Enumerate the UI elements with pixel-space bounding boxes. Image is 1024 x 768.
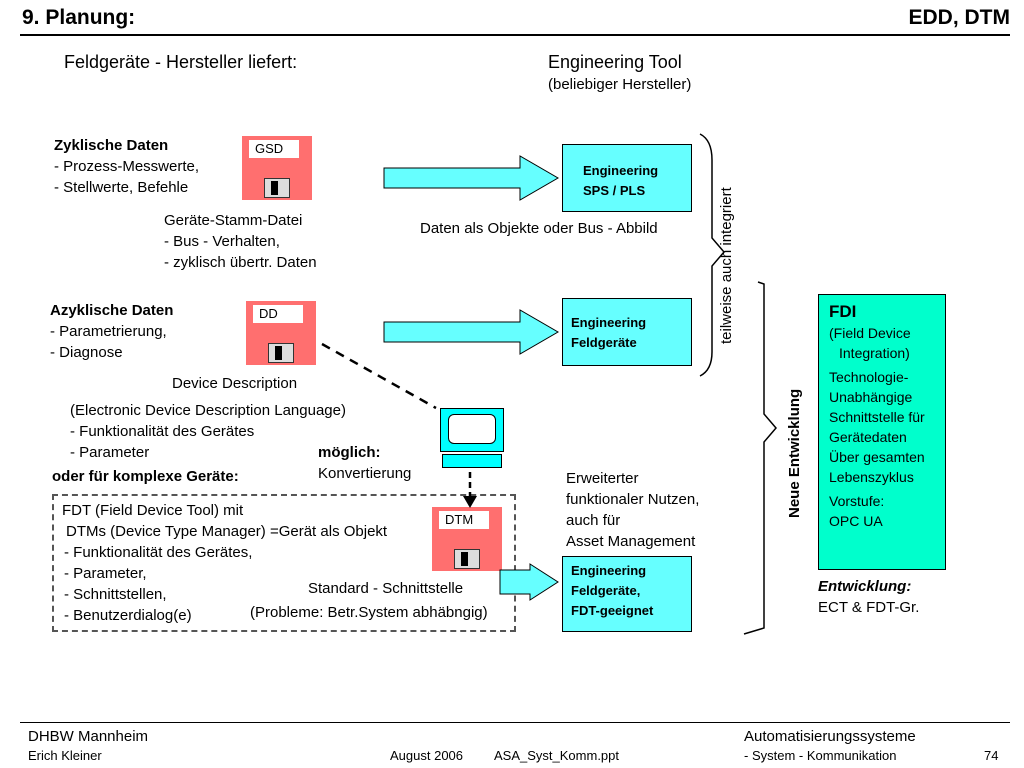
erweitert-line: auch für [566, 512, 621, 529]
fdi-line: Gerätedaten [829, 429, 907, 445]
fdi-line: OPC UA [829, 513, 883, 529]
cyclic-line: - Prozess-Messwerte, [54, 158, 200, 175]
fdi-line: Technologie- [829, 369, 909, 385]
brace-partially-integrated [699, 133, 725, 377]
engineering-feldgeraete-box: Engineering Feldgeräte [562, 298, 692, 366]
footer-page: 74 [984, 748, 999, 763]
cyclic-line: - Stellwerte, Befehle [54, 179, 189, 196]
fdi-line: (Field Device [829, 325, 911, 341]
dashed-dd-to-computer [321, 342, 437, 410]
edd-line: - Funktionalität des Gerätes [70, 423, 255, 440]
edd-line: (Electronic Device Description Language) [70, 402, 346, 419]
os-problem-note: (Probleme: Betr.System abhäbngig) [250, 604, 488, 621]
fdi-line: Schnittstelle für [829, 409, 925, 425]
footer-date: August 2006 [390, 748, 464, 763]
arrow-dtm-to-fdt [499, 563, 559, 601]
eng-feld-line: Engineering [571, 315, 647, 330]
left-column-heading: Feldgeräte - Hersteller liefert: [64, 52, 298, 72]
fdt-frame [52, 494, 516, 632]
footer-org: DHBW Mannheim [28, 728, 149, 745]
engineering-fdt-box: Engineering Feldgeräte, FDT-geeignet [562, 556, 692, 632]
gsd-description: Geräte-Stamm-Datei - Bus - Verhalten, - … [164, 210, 317, 273]
fdt-line: - Schnittstellen, [64, 586, 167, 603]
eng-sps-line: SPS / PLS [583, 183, 646, 198]
footer-file: ASA_Syst_Komm.ppt [494, 748, 619, 763]
dtm-disk-icon: DTM [432, 507, 502, 571]
engineering-sps-box: Engineering SPS / PLS [562, 144, 692, 212]
gsd-line: - Bus - Verhalten, [164, 233, 280, 250]
fdi-line: Unabhängige [829, 389, 913, 405]
dtm-label: DTM [439, 511, 489, 529]
footer-topic: - System - Kommunikation [744, 748, 897, 763]
moeglich-line: Konvertierung [318, 465, 412, 482]
acyclic-heading: Azyklische Daten [50, 302, 174, 319]
gsd-line: - zyklisch übertr. Daten [164, 254, 317, 271]
dd-disk-icon: DD [246, 301, 316, 365]
fdi-line: Integration) [839, 345, 910, 361]
entwicklung-title: Entwicklung: [818, 578, 912, 595]
header-rule [20, 34, 1010, 36]
right-column-heading: Engineering Tool [548, 52, 682, 72]
entwicklung-line: ECT & FDT-Gr. [818, 599, 920, 616]
footer-course: Automatisierungssysteme [744, 728, 916, 745]
gsd-disk-icon: GSD [242, 136, 312, 200]
fdi-line: Lebenszyklus [829, 469, 914, 485]
fdi-title: FDI [829, 302, 857, 321]
edd-description: (Electronic Device Description Language)… [70, 400, 346, 463]
dd-title: Device Description [172, 375, 298, 392]
computer-icon [440, 408, 506, 468]
fdi-box: FDI (Field Device Integration) Technolog… [818, 294, 946, 570]
fdt-line: - Parameter, [64, 565, 147, 582]
acyclic-line: - Diagnose [50, 344, 123, 361]
slide-topic: EDD, DTM [908, 6, 1011, 29]
extended-benefit-text: Erweiterter funktionaler Nutzen, auch fü… [566, 468, 699, 552]
footer-rule [20, 722, 1010, 723]
gsd-title: Geräte-Stamm-Datei [164, 212, 303, 229]
slide-title: 9. Planung: [22, 6, 136, 29]
gsd-label: GSD [249, 140, 299, 158]
moeglich-heading: möglich: [318, 444, 381, 461]
arrow-gsd-to-sps [383, 155, 559, 201]
eng-feld-line: Feldgeräte [571, 335, 637, 350]
dashed-arrowhead [463, 496, 477, 508]
arrow1-caption: Daten als Objekte oder Bus - Abbild [420, 220, 658, 237]
erweitert-line: Erweiterter [566, 470, 639, 487]
fdt-line: FDT (Field Device Tool) mit [62, 502, 244, 519]
acyclic-data-text: Azyklische Daten - Parametrierung, - Dia… [50, 300, 173, 363]
eng-fdt-line: Feldgeräte, [571, 583, 641, 598]
dd-label: DD [253, 305, 303, 323]
edd-line: - Parameter [70, 444, 150, 461]
right-column-subheading: (beliebiger Hersteller) [548, 76, 692, 93]
erweitert-line: Asset Management [566, 533, 696, 550]
eng-sps-line: Engineering [583, 163, 659, 178]
fdt-line: - Benutzerdialog(e) [64, 607, 192, 624]
fdt-description: FDT (Field Device Tool) mit DTMs (Device… [62, 500, 387, 626]
fdt-line: DTMs (Device Type Manager) =Gerät als Ob… [66, 523, 388, 540]
cyclic-heading: Zyklische Daten [54, 137, 169, 154]
complex-devices-heading: oder für komplexe Geräte: [52, 468, 239, 485]
erweitert-line: funktionaler Nutzen, [566, 491, 700, 508]
arrow-dd-to-feldgeraete [383, 309, 559, 355]
acyclic-line: - Parametrierung, [50, 323, 167, 340]
eng-fdt-line: FDT-geeignet [571, 603, 654, 618]
conversion-note: möglich: Konvertierung [318, 442, 411, 484]
standard-interface-label: Standard - Schnittstelle [308, 580, 464, 597]
brace-new-development [743, 281, 777, 635]
eng-fdt-line: Engineering [571, 563, 647, 578]
footer-author: Erich Kleiner [28, 748, 102, 763]
fdt-line: - Funktionalität des Gerätes, [64, 544, 253, 561]
fdi-line: Vorstufe: [829, 493, 885, 509]
cyclic-data-text: Zyklische Daten - Prozess-Messwerte, - S… [54, 135, 199, 198]
development-note: Entwicklung: ECT & FDT-Gr. [818, 576, 919, 618]
fdi-line: Über gesamten [829, 449, 925, 465]
